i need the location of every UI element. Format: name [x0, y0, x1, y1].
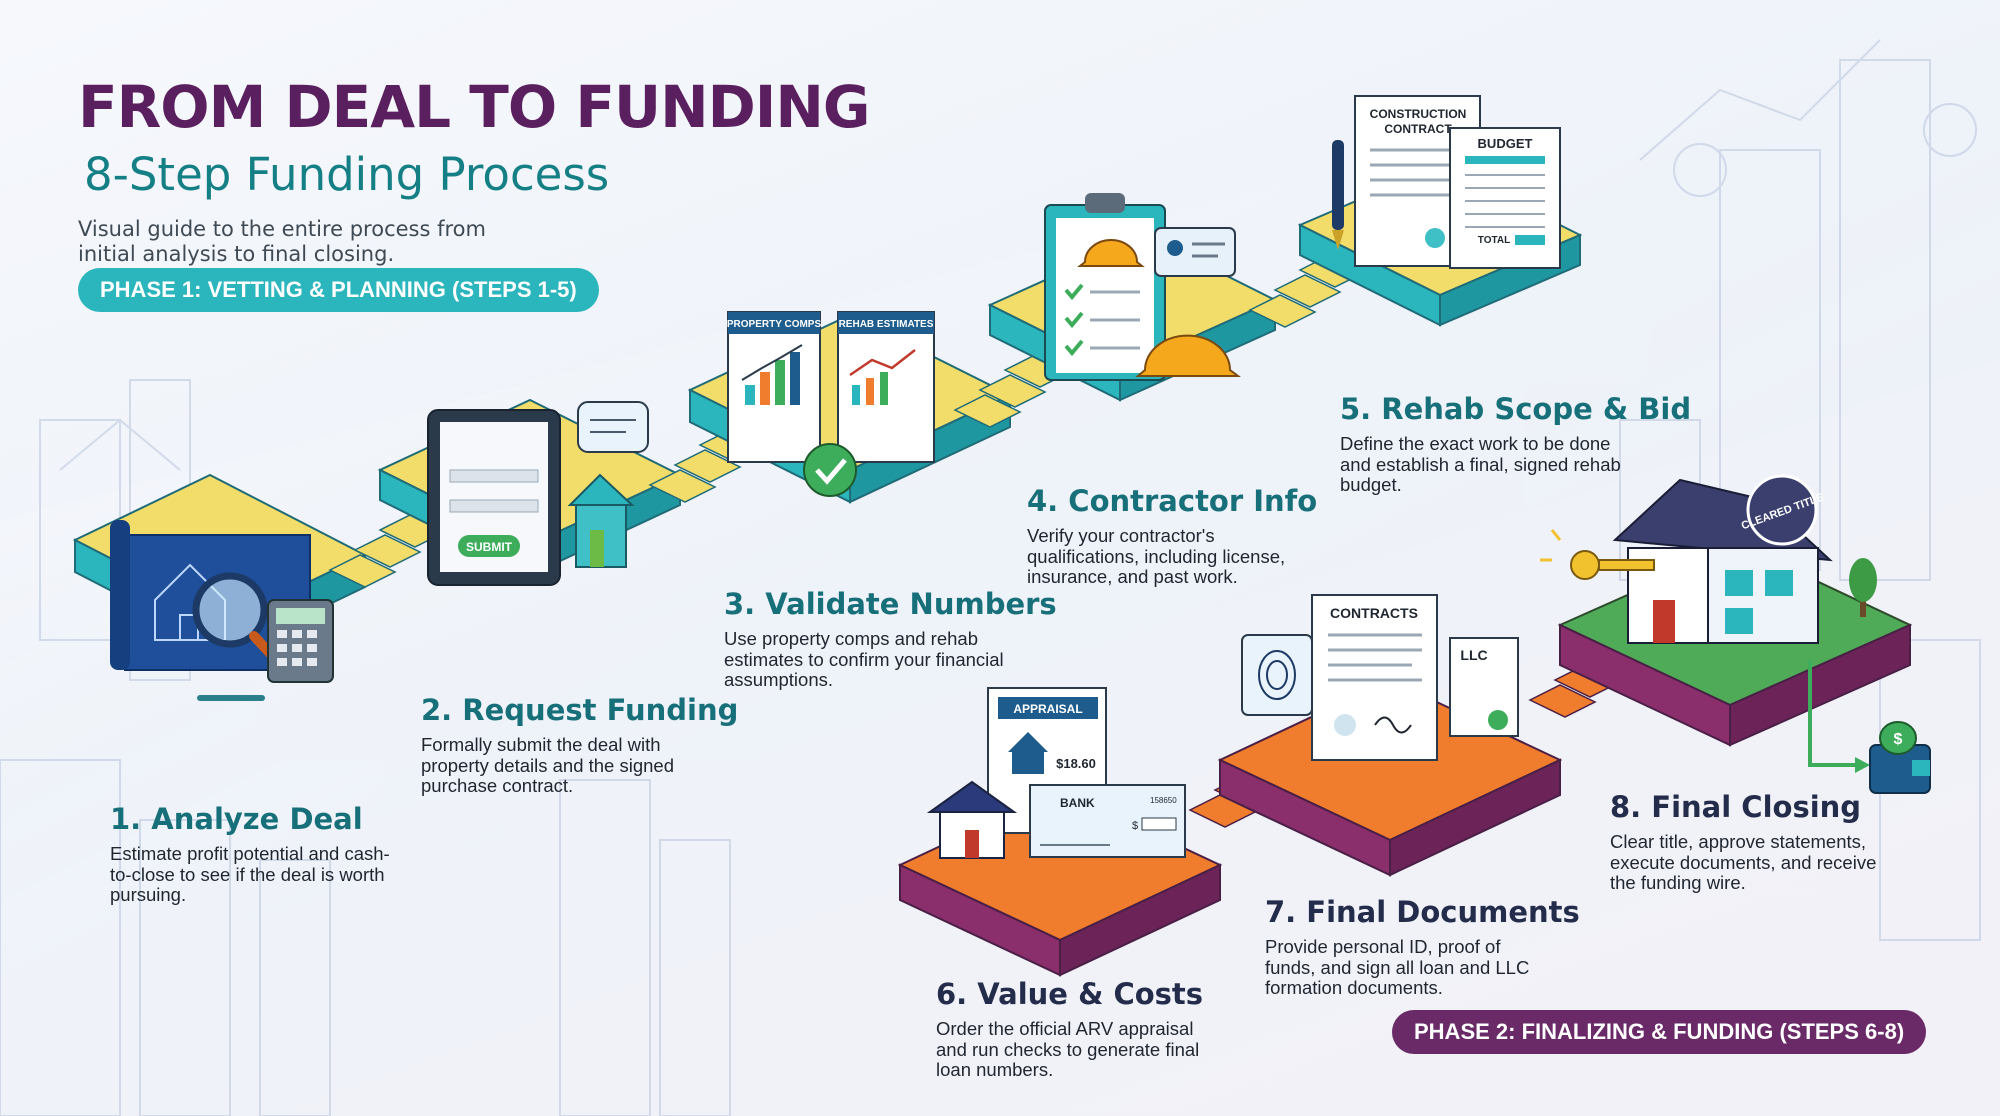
- step-6-description: Order the official ARV appraisal and run…: [936, 1018, 1200, 1080]
- money-bag-icon: $: [1879, 721, 1917, 755]
- wallet-icon: [1869, 744, 1931, 794]
- step-5: 5. Rehab Scope & Bid Define the exact wo…: [1340, 392, 1692, 496]
- step-8: 8. Final Closing Clear title, approve st…: [1610, 793, 1900, 894]
- step-7-title: 7. Final Documents: [1265, 895, 1580, 929]
- llc-label: LLC: [1460, 647, 1487, 663]
- construction-label: CONSTRUCTION: [1370, 107, 1467, 121]
- chat-bubble-icon: [577, 401, 649, 453]
- fingerprint-icon: [1241, 634, 1313, 716]
- step-6-title: 6. Value & Costs: [936, 977, 1204, 1011]
- tree-icon: [1849, 558, 1877, 617]
- step-7-description: Provide personal ID, proof of funds, and…: [1265, 936, 1530, 998]
- step-4-description: Verify your contractor's qualifications,…: [1027, 525, 1286, 587]
- bank-label: BANK: [1060, 796, 1095, 810]
- bank-check-icon: BANK 158650 $: [1029, 784, 1186, 858]
- step-1-description: Estimate profit potential and cash-to-cl…: [110, 843, 390, 905]
- stairs-1-2: [328, 514, 447, 588]
- small-house-icon: [926, 780, 1018, 859]
- tablet-icon: SUBMIT: [427, 409, 561, 586]
- pen-icon: [1332, 140, 1344, 250]
- step-5-title: 5. Rehab Scope & Bid: [1340, 392, 1692, 426]
- title-block: FROM DEAL TO FUNDING 8-Step Funding Proc…: [78, 78, 870, 267]
- step-8-description: Clear title, approve statements, execute…: [1610, 831, 1877, 893]
- step-5-description: Define the exact work to be done and est…: [1340, 433, 1621, 495]
- intro-text: Visual guide to the entire process from …: [78, 217, 486, 266]
- bar-chart-icon: PROPERTY COMPS: [727, 311, 822, 463]
- step-4-title: 4. Contractor Info: [1027, 484, 1318, 518]
- check-number: 158650: [1150, 796, 1177, 805]
- step-1-title: 1. Analyze Deal: [110, 802, 363, 836]
- step-8-title: 8. Final Closing: [1610, 790, 1862, 824]
- budget-sheet-icon: BUDGET TOTAL: [1449, 127, 1561, 269]
- step-4: 4. Contractor Info Verify your contracto…: [1027, 487, 1325, 588]
- appraisal-amount: $18.60: [1056, 756, 1096, 771]
- step-1: 1. Analyze Deal Estimate profit potentia…: [110, 805, 395, 906]
- cleared-title-stamp: CLEARED TITLE: [1740, 474, 1826, 546]
- step-3-description: Use property comps and rehab estimates t…: [724, 628, 1004, 690]
- arrow-icon: [1808, 660, 1870, 773]
- key-icon: [1540, 529, 1655, 580]
- submit-button-label: SUBMIT: [466, 540, 513, 554]
- house-icon: [567, 473, 635, 568]
- money-bag-symbol: $: [1894, 731, 1903, 748]
- checkmark-icon: [803, 443, 857, 497]
- calculator-icon: [267, 599, 334, 683]
- rehab-estimates-label: REHAB ESTIMATES: [839, 319, 934, 330]
- contracts-label: CONTRACTS: [1330, 605, 1418, 621]
- check-dollar: $: [1132, 820, 1138, 832]
- appraisal-label: APPRAISAL: [1013, 702, 1082, 716]
- llc-document-icon: LLC: [1449, 637, 1519, 737]
- step-2-title: 2. Request Funding: [421, 693, 739, 727]
- step-2: 2. Request Funding Formally submit the d…: [421, 693, 739, 797]
- contracts-document-icon: CONTRACTS: [1311, 594, 1438, 761]
- clipboard-icon: [1044, 193, 1166, 381]
- page-title: FROM DEAL TO FUNDING: [78, 73, 870, 141]
- page-subtitle: 8-Step Funding Process: [84, 148, 610, 201]
- budget-label: BUDGET: [1478, 136, 1533, 151]
- step-3: 3. Validate Numbers Use property comps a…: [724, 587, 1057, 691]
- step-3-title: 3. Validate Numbers: [724, 587, 1057, 621]
- phase2-badge: PHASE 2: FINALIZING & FUNDING (STEPS 6-8…: [1392, 1010, 1927, 1054]
- line-chart-icon: REHAB ESTIMATES: [837, 311, 935, 463]
- contract-label: CONTRACT: [1384, 122, 1452, 136]
- id-card-icon: [1154, 227, 1236, 277]
- step-6: 6. Value & Costs Order the official ARV …: [936, 980, 1226, 1081]
- step-7: 7. Final Documents Provide personal ID, …: [1265, 895, 1580, 999]
- hard-hat-icon: [1077, 239, 1241, 377]
- phase1-badge: PHASE 1: VETTING & PLANNING (STEPS 1-5): [78, 268, 599, 312]
- step-2-description: Formally submit the deal with property d…: [421, 734, 675, 796]
- total-label: TOTAL: [1478, 235, 1510, 246]
- property-comps-label: PROPERTY COMPS: [727, 319, 822, 330]
- closing-house-icon: [1612, 478, 1833, 644]
